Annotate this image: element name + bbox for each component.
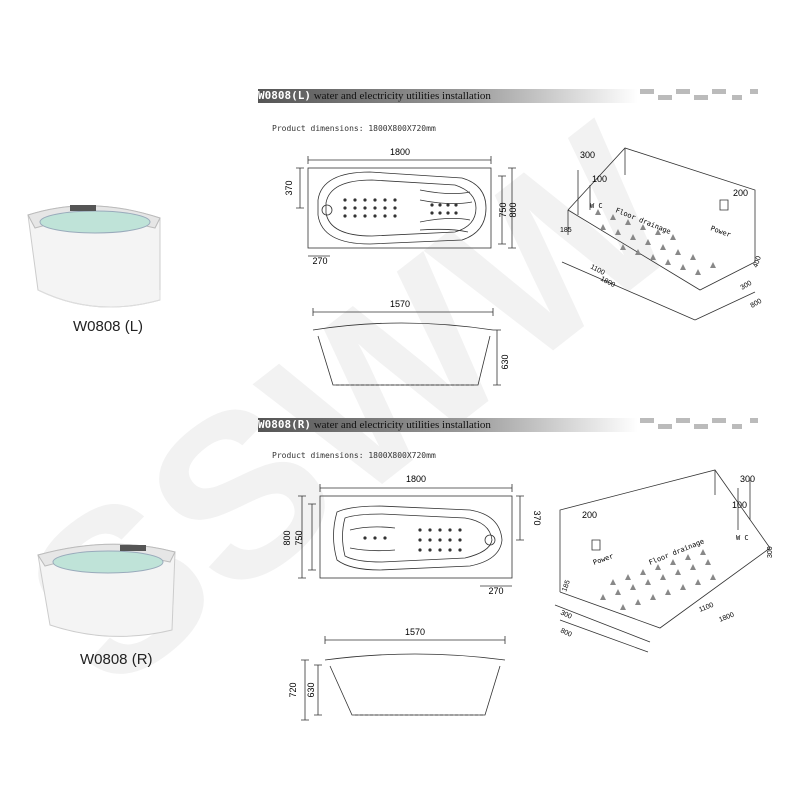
iso-d185: 185 [561,579,572,592]
iso-h2: 100 [592,174,607,184]
section-title-text: water and electricity utilities installa… [313,90,491,102]
side-height: 630 [500,354,510,369]
dim-inner-height: 750 [498,202,508,217]
side-height: 630 [306,682,316,697]
dim-height: 800 [508,202,518,217]
dim-drain-x: 270 [312,256,327,266]
side-width: 1570 [390,299,410,309]
dim-drain-offset: 370 [532,510,542,525]
product-dimensions: Product dimensions: 1800X800X720mm [272,451,436,460]
iso-wc: W C [590,202,603,210]
iso-d300a: 300 [767,546,774,558]
photo-label-left: W0808 (L) [73,318,144,335]
dim-width: 1800 [406,474,426,484]
photo-label-right: W0808 (R) [80,651,153,668]
iso-power: Power [592,552,615,567]
section-title-left: W0808(L) water and electricity utilities… [258,88,491,104]
iso-d185: 185 [560,227,572,234]
iso-d300: 300 [740,280,754,292]
side-width: 1570 [405,627,425,637]
iso-d1100: 1100 [698,602,715,614]
iso-floor-drainage: Floor drainage [648,537,706,567]
iso-h1: 300 [740,474,755,484]
side-total-height: 720 [288,682,298,697]
dim-inner-height: 750 [294,530,304,545]
dim-drain-offset: 370 [284,180,294,195]
iso-d300: 300 [559,609,573,620]
iso-d400: 400 [752,255,763,268]
dim-height: 800 [282,530,292,545]
section-title-text: water and electricity utilities installa… [313,419,491,431]
dim-drain-x: 270 [488,586,503,596]
iso-d1800: 1800 [718,611,735,623]
section-title-right: W0808(R) water and electricity utilities… [258,417,491,433]
iso-power-h: 200 [733,188,748,198]
iso-d800: 800 [559,627,573,638]
dim-width: 1800 [390,147,410,157]
iso-d800: 800 [750,298,764,310]
model-code: W0808(R) [258,418,311,431]
iso-h2: 100 [732,500,747,510]
product-dimensions: Product dimensions: 1800X800X720mm [272,124,436,133]
iso-power-h: 200 [582,510,597,520]
iso-wc: W C [736,534,749,542]
model-code: W0808(L) [258,89,311,102]
iso-h1: 300 [580,150,595,160]
